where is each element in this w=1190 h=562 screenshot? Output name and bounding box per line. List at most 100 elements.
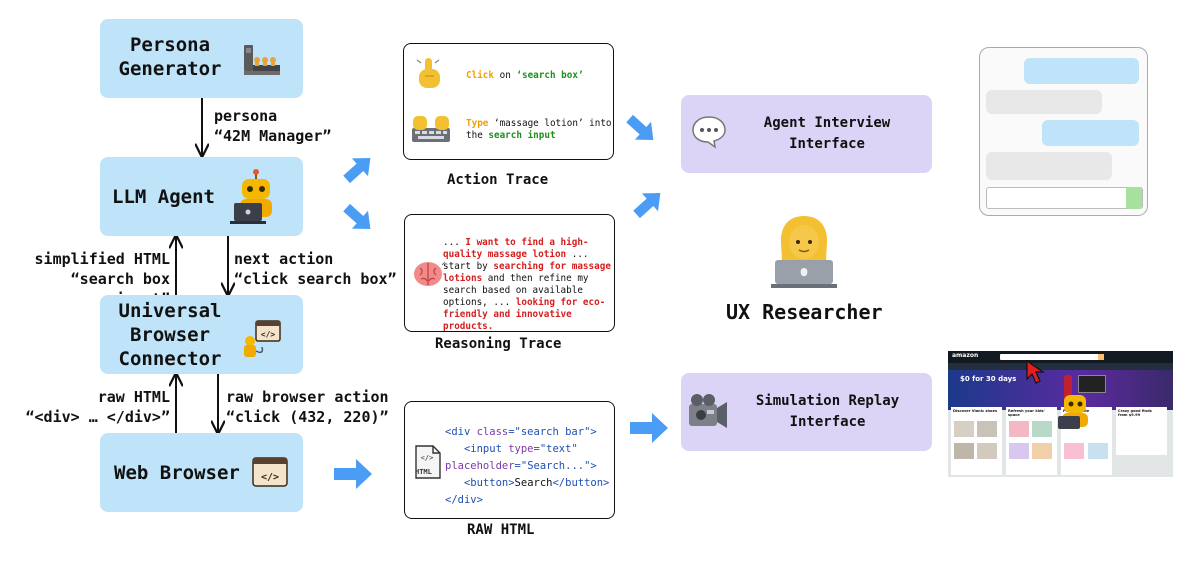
persona-edge-label-1: persona: [214, 107, 278, 125]
arrow-browser-to-rawhtml: [334, 459, 372, 489]
brain-icon: [414, 261, 445, 286]
chat-send-button: [1126, 187, 1142, 209]
chat-bubble-left: [986, 90, 1102, 114]
connector-label-1: Universal: [118, 300, 222, 322]
raw-browser-action-label-2: “click (432, 220)”: [226, 408, 389, 426]
persona-generator-node: Persona Generator: [100, 19, 303, 98]
code-line: <input type="text": [445, 441, 609, 458]
code-line: <button>Search</button>: [445, 475, 609, 492]
simulation-replay-node: Simulation Replay Interface: [681, 373, 932, 451]
svg-text:</>: </>: [261, 330, 276, 339]
reasoning-segment: searching for massage lotions: [443, 261, 611, 284]
raw-browser-action-label-1: raw browser action: [226, 388, 389, 406]
arrow-reasoning-to-interview: [633, 192, 661, 219]
arrow-agent-to-reasoning: [343, 203, 371, 230]
click-verb: Click: [466, 70, 494, 81]
arrow-action-to-interview: [626, 114, 654, 141]
code-token: ="Search...">: [514, 460, 597, 472]
code-line: placeholder="Search...">: [445, 458, 609, 475]
click-target: ‘search box’: [516, 70, 584, 81]
typing-keyboard-icon: [412, 116, 450, 142]
amazon-promo-text: $0 for 30 days: [960, 375, 1017, 383]
web-browser-node: Web Browser </>: [100, 433, 303, 512]
svg-text:</>: </>: [261, 472, 279, 483]
simulation-replay-label-1: Simulation Replay: [755, 393, 900, 409]
robot-laptop-icon: [230, 169, 272, 224]
type-verb: Type: [466, 118, 489, 129]
raw-browser-action-edge-label: raw browser action “click (432, 220)”: [226, 387, 389, 427]
raw-html-card: </> HTML <div class="search bar"> <input…: [404, 401, 615, 519]
type-action-line: Type ‘massage lotion’ into the search in…: [466, 118, 612, 142]
persona-edge-label-2: “42M Manager”: [214, 127, 332, 145]
raw-html-caption: RAW HTML: [467, 522, 535, 538]
browser-code-icon: </>: [252, 457, 288, 487]
tile-1-title: Discover Vionic shoes: [953, 409, 998, 413]
reasoning-segment: looking for eco-friendly and innovative …: [443, 297, 606, 332]
raw-html-edge-label: raw HTML “<div> … </div>”: [10, 387, 171, 427]
code-token: <input: [445, 443, 509, 455]
next-action-label-1: next action: [234, 250, 334, 268]
amazon-search-bar: [1000, 354, 1100, 360]
blue-arrows: [334, 114, 668, 489]
simplified-html-label-1: simplified HTML: [34, 250, 170, 268]
code-token: <button>: [445, 477, 515, 489]
code-token: class: [476, 426, 509, 438]
speech-bubble-icon: [692, 116, 726, 149]
assembly-line-icon: [244, 45, 280, 75]
reasoning-segment: ...: [443, 237, 466, 248]
video-camera-icon: [689, 394, 727, 428]
code-token: Search: [514, 477, 553, 489]
persona-edge-label: persona “42M Manager”: [214, 106, 331, 146]
llm-agent-label: LLM Agent: [112, 186, 215, 208]
click-action-line: Click on ‘search box’: [466, 70, 584, 82]
chat-interface-preview: [979, 47, 1148, 216]
llm-agent-node: LLM Agent: [100, 157, 303, 236]
action-trace-card: Click on ‘search box’ Type ‘massage loti…: [403, 43, 614, 160]
ux-researcher-icon: [771, 216, 837, 288]
code-token: </div>: [445, 494, 483, 506]
chat-bubble-right: [1024, 58, 1139, 84]
robot-laptop-overlay-icon: [1058, 395, 1088, 429]
tile-4-title: Crazy good finds from $9.99: [1118, 409, 1152, 417]
type-text-1: ‘massage lotion’ into: [488, 118, 612, 129]
agent-interview-node: Agent Interview Interface: [681, 95, 932, 173]
code-token: ="text": [533, 443, 578, 455]
tile-2-title: Refresh your kids' space: [1008, 409, 1045, 417]
click-mid: on: [494, 70, 517, 81]
html-file-icon: </>: [415, 445, 441, 479]
connector-label-2: Browser: [129, 324, 211, 346]
robot-plug-icon: </>: [244, 320, 281, 357]
next-action-edge-label: next action “click search box”: [234, 249, 397, 289]
chat-bubble-right: [1042, 120, 1139, 146]
chat-bubble-left: [986, 152, 1112, 180]
code-line: <div class="search bar">: [445, 424, 609, 441]
simulation-replay-label-2: Interface: [789, 414, 866, 430]
code-token: ="search bar">: [508, 426, 597, 438]
reasoning-segment: I want to find a high-quality massage lo…: [443, 237, 589, 260]
persona-generator-label-2: Generator: [118, 58, 222, 80]
raw-html-label-1: raw HTML: [97, 388, 170, 406]
browser-screenshot-preview: amazon $0 for 30 days Discover Vionic sh…: [948, 351, 1173, 477]
web-browser-label: Web Browser: [114, 462, 240, 484]
reasoning-trace-caption: Reasoning Trace: [435, 336, 562, 352]
html-file-icon-text: HTML: [415, 468, 432, 476]
clicking-hand-icon: [416, 58, 440, 88]
code-token: type: [508, 443, 534, 455]
type-target: search input: [488, 130, 556, 141]
reasoning-segment: ... start by: [443, 249, 589, 272]
code-line: </div>: [445, 492, 609, 509]
svg-text:</>: </>: [421, 454, 434, 462]
code-token: placeholder: [445, 460, 515, 472]
reasoning-trace-text: ... I want to find a high-quality massag…: [443, 237, 611, 333]
raw-html-code: <div class="search bar"> <input type="te…: [445, 424, 609, 509]
arrow-agent-to-action: [343, 157, 371, 184]
simplified-html-edge-label: simplified HTML “search box input”: [10, 249, 170, 309]
type-text-2: the: [466, 130, 489, 141]
amazon-logo: amazon: [952, 352, 979, 359]
reasoning-trace-card: ... I want to find a high-quality massag…: [404, 214, 615, 332]
agent-interview-label-2: Interface: [789, 136, 865, 152]
chat-input-box: [986, 187, 1143, 209]
persona-generator-label-1: Persona: [129, 34, 211, 56]
raw-html-label-2: “<div> … </div>”: [25, 408, 171, 426]
action-trace-caption: Action Trace: [447, 172, 549, 188]
